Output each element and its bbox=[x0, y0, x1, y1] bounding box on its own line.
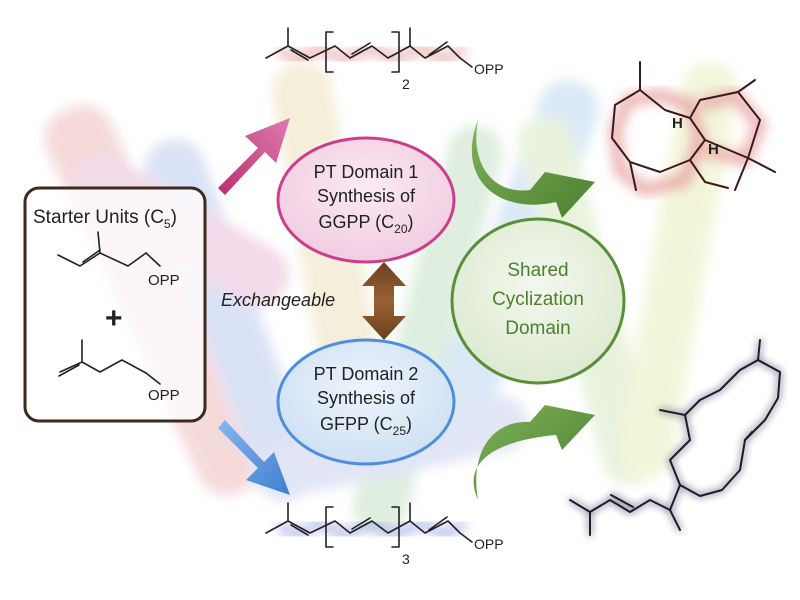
pt-domain-1-line1: PT Domain 1 bbox=[314, 162, 419, 182]
gfpp-opp-label: OPP bbox=[474, 536, 504, 552]
product-h-label-1: H bbox=[672, 115, 683, 132]
pt-domain-2-line1: PT Domain 2 bbox=[314, 364, 419, 384]
ggpp-repeat-count: 2 bbox=[402, 76, 410, 92]
shared-line3: Domain bbox=[505, 318, 570, 339]
starter-units-box bbox=[23, 186, 207, 423]
pt-domain-1-line2: Synthesis of bbox=[317, 186, 416, 206]
exchangeable-double-arrow bbox=[362, 262, 406, 340]
cyclization-arrow-top bbox=[471, 120, 595, 218]
pt-domain-1-line3: GGPP (C20) bbox=[318, 212, 413, 236]
pt-domain-2-line2: Synthesis of bbox=[317, 388, 416, 408]
gfpp-chain-structure bbox=[265, 502, 473, 548]
shared-line1: Shared bbox=[507, 260, 568, 281]
diterpene-product-structure bbox=[608, 61, 776, 197]
arrow-to-pt-domain-1 bbox=[218, 118, 290, 195]
pt-domain-2-line3: GFPP (C25) bbox=[320, 414, 412, 438]
arrow-to-pt-domain-2 bbox=[218, 420, 290, 495]
ggpp-chain-structure bbox=[265, 27, 473, 73]
exchangeable-label: Exchangeable bbox=[221, 290, 335, 310]
plus-sign: + bbox=[105, 302, 123, 335]
starter-units-title: Starter Units (C5) bbox=[33, 207, 177, 231]
cyclization-arrow-bottom bbox=[473, 405, 595, 500]
pt-domain-1-ellipse bbox=[276, 136, 456, 264]
ggpp-opp-label: OPP bbox=[474, 61, 504, 77]
dmapp-structure bbox=[57, 231, 161, 267]
shared-cyclization-ellipse bbox=[450, 217, 626, 385]
pt-domain-2-ellipse bbox=[276, 338, 456, 466]
gfpp-repeat-count: 3 bbox=[402, 551, 410, 567]
ipp-structure bbox=[58, 339, 161, 385]
opp-label-bottom: OPP bbox=[148, 387, 180, 404]
sesterterpene-product-structure bbox=[569, 339, 781, 536]
opp-label-top: OPP bbox=[148, 272, 180, 289]
product-h-label-2: H bbox=[708, 141, 719, 158]
shared-line2: Cyclization bbox=[492, 289, 584, 310]
